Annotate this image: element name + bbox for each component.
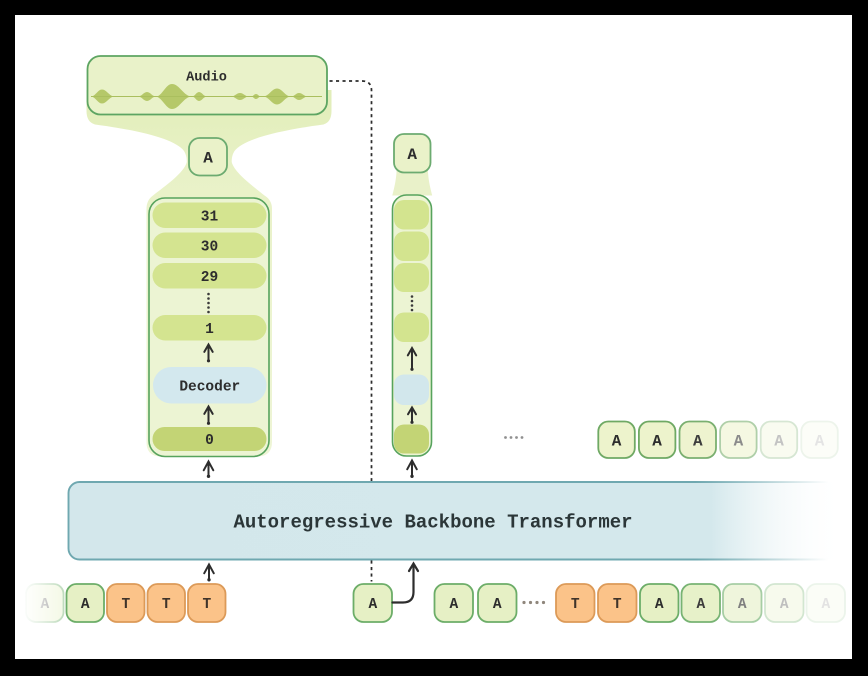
svg-text:A: A: [368, 597, 377, 613]
svg-text:31: 31: [201, 209, 219, 225]
svg-text:T: T: [613, 597, 622, 613]
svg-text:T: T: [121, 597, 130, 613]
svg-text:A: A: [696, 597, 705, 613]
svg-text:T: T: [202, 597, 211, 613]
svg-text:Autoregressive Backbone Transf: Autoregressive Backbone Transformer: [233, 512, 632, 534]
svg-text:A: A: [493, 597, 502, 613]
svg-text:A: A: [655, 597, 664, 613]
svg-text:A: A: [693, 432, 703, 450]
svg-text:A: A: [81, 597, 90, 613]
svg-text:30: 30: [201, 239, 218, 255]
svg-text:A: A: [449, 597, 458, 613]
svg-text:29: 29: [201, 270, 218, 286]
svg-text:A: A: [815, 432, 825, 450]
svg-text:1: 1: [205, 322, 214, 338]
svg-text:Decoder: Decoder: [179, 379, 240, 395]
svg-text:A: A: [407, 146, 417, 164]
svg-text:A: A: [738, 597, 747, 613]
svg-text:T: T: [162, 597, 171, 613]
svg-text:A: A: [780, 597, 789, 613]
svg-text:A: A: [203, 149, 213, 167]
svg-text:T: T: [571, 597, 580, 613]
svg-text:A: A: [40, 597, 49, 613]
svg-text:Audio: Audio: [186, 71, 227, 86]
svg-text:A: A: [821, 597, 830, 613]
svg-text:A: A: [774, 432, 784, 450]
svg-text:0: 0: [205, 433, 214, 449]
svg-text:A: A: [612, 432, 622, 450]
svg-text:A: A: [734, 432, 744, 450]
svg-text:A: A: [652, 432, 662, 450]
